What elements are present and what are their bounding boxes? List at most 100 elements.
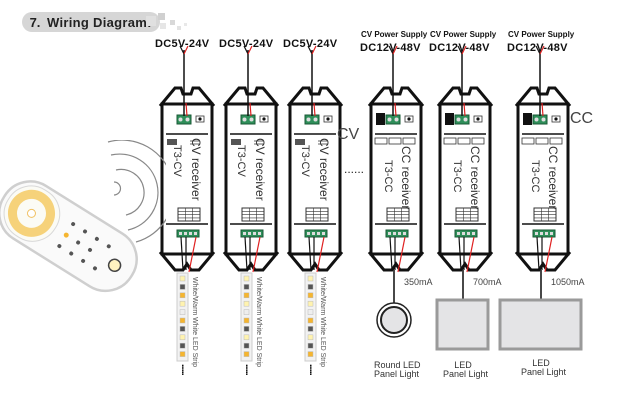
- terminal-screw: [185, 117, 190, 122]
- section-heading: 7. Wiring Diagram:: [22, 12, 160, 32]
- wire-end: [247, 45, 253, 55]
- housing-bottom-cap: [436, 251, 494, 272]
- led-strip: [240, 272, 253, 362]
- led-chip: [307, 317, 314, 324]
- housing-bottom-cap: [158, 251, 216, 272]
- housing-top-cap: [436, 86, 494, 107]
- cv-receiver-2: [222, 45, 280, 273]
- led-chip: [243, 326, 250, 332]
- housing-body: [369, 102, 423, 256]
- receiver-name: CC receiver: [546, 146, 560, 210]
- led-chip: [307, 309, 314, 315]
- output-terminal: [176, 229, 200, 238]
- led-chip: [179, 342, 186, 349]
- led-chip: [307, 275, 314, 282]
- terminal-screw: [387, 117, 392, 122]
- learn-button-dot: [262, 117, 266, 121]
- led-chip: [243, 275, 250, 282]
- load-caption-line2: Panel Light: [374, 369, 420, 379]
- receiver-model: T3-CC: [451, 160, 463, 193]
- led-chip: [307, 284, 314, 290]
- supply-voltage-label: DC5V-24V: [155, 38, 210, 50]
- led-chip: [307, 292, 314, 299]
- output-wire-red: [252, 236, 261, 273]
- terminal-screw: [388, 232, 391, 235]
- square-panel-light: [435, 298, 490, 351]
- terminal-screw: [534, 117, 539, 122]
- cc-receiver-3: [514, 45, 572, 273]
- led-chip: [179, 326, 186, 332]
- housing-body: [516, 102, 570, 256]
- input-wire-red: [394, 102, 397, 117]
- cv-receiver-1: [158, 45, 216, 273]
- cc-receiver-1: [367, 45, 425, 273]
- indicator: [521, 137, 535, 145]
- wire-end: [535, 45, 541, 55]
- led-strip-body: [240, 272, 253, 362]
- led-chip: [243, 342, 250, 349]
- terminal-screw: [545, 232, 548, 235]
- dip-switch: [523, 113, 532, 125]
- led-chip: [307, 342, 314, 349]
- led-chip: [179, 309, 186, 315]
- supply-voltage-label: DC12V-48V: [507, 42, 568, 54]
- terminal-screw: [243, 232, 246, 235]
- indicator: [457, 137, 471, 145]
- supply-voltage-label: DC5V-24V: [219, 38, 274, 50]
- terminal-screw: [248, 232, 251, 235]
- continuation-dots: ......: [344, 162, 365, 176]
- output-terminal: [240, 229, 264, 238]
- output-terminal: [385, 229, 409, 238]
- output-wire-red: [188, 236, 197, 273]
- strip-continuation-dots: ......: [307, 364, 318, 375]
- indicator: [535, 137, 549, 145]
- wire-end: [307, 45, 313, 55]
- cv-receiver-3: [286, 45, 344, 273]
- led-chip: [243, 292, 250, 299]
- led-chip: [179, 284, 186, 290]
- led-chip: [179, 334, 186, 341]
- output-wire: [389, 236, 393, 271]
- output-wire-red: [316, 236, 325, 273]
- output-wire: [244, 236, 248, 271]
- rect-panel-light: [498, 298, 583, 351]
- output-terminal: [304, 229, 328, 238]
- wire-end: [311, 45, 317, 55]
- led-strip-body: [304, 272, 317, 362]
- load-caption-line1: Round LED: [374, 360, 421, 370]
- housing-top-cap: [222, 86, 280, 107]
- terminal-screw: [467, 232, 470, 235]
- terminal-screw: [457, 232, 460, 235]
- terminal-screw: [249, 117, 254, 122]
- learn-button-dot: [476, 117, 480, 121]
- terminal-screw: [398, 232, 401, 235]
- output-wire-red: [397, 236, 406, 273]
- receiver-model: T3-CC: [529, 160, 541, 193]
- housing-bottom-cap: [286, 251, 344, 272]
- terminal-screw: [313, 117, 318, 122]
- terminal-screw: [306, 117, 311, 122]
- cv-group-label: CV: [337, 126, 360, 143]
- led-chip: [307, 334, 314, 341]
- output-wire: [180, 236, 184, 271]
- supply-voltage-label: DC12V-48V: [429, 42, 490, 54]
- terminal-screw: [394, 117, 399, 122]
- led-chip: [243, 309, 250, 315]
- led-strip-label: White/Warm White LED Strip: [191, 277, 198, 367]
- learn-button-dot: [407, 117, 411, 121]
- cc-receiver-2: [436, 45, 494, 273]
- indicator: [167, 139, 177, 145]
- receiver-name: CC receiver: [399, 146, 413, 210]
- led-chip: [243, 351, 250, 357]
- supply-voltage-label: DC5V-24V: [283, 38, 338, 50]
- housing-body: [160, 102, 214, 256]
- terminal-screw: [472, 232, 475, 235]
- led-chip: [243, 284, 250, 290]
- indicator: [388, 137, 402, 145]
- housing-top-cap: [158, 86, 216, 107]
- housing-top-cap: [367, 86, 425, 107]
- terminal-screw: [258, 232, 261, 235]
- led-chip: [179, 351, 186, 357]
- led-chip: [179, 292, 186, 299]
- housing-body: [288, 102, 342, 256]
